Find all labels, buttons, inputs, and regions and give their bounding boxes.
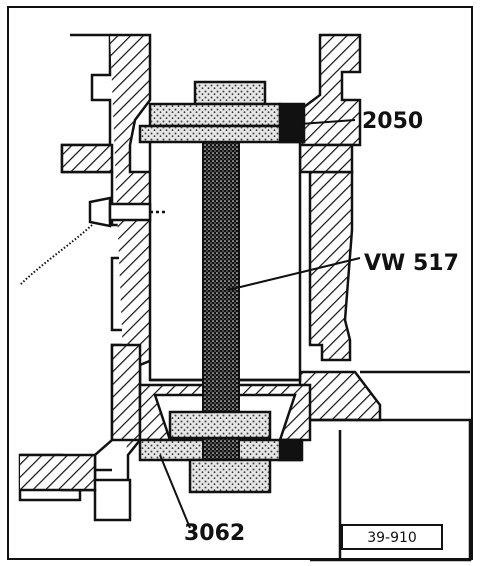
label-2050: 2050 [362, 109, 423, 134]
leader-2050 [299, 119, 356, 125]
label-3062: 3062 [184, 521, 245, 546]
side-bolt [88, 196, 165, 228]
housing-left-wall [18, 33, 154, 522]
figure-ref-box [341, 524, 443, 550]
upper-nut-assembly [138, 80, 306, 144]
leader-vw517 [227, 257, 361, 291]
housing-right-wall [298, 33, 472, 562]
label-vw517: VW 517 [364, 251, 459, 276]
leader-3062 [159, 454, 191, 529]
support-cup-3062 [138, 383, 312, 462]
figure-frame [7, 6, 473, 560]
cable-line [19, 224, 93, 286]
figure-ref: 39-910 [367, 530, 417, 546]
lower-nut [168, 410, 272, 494]
